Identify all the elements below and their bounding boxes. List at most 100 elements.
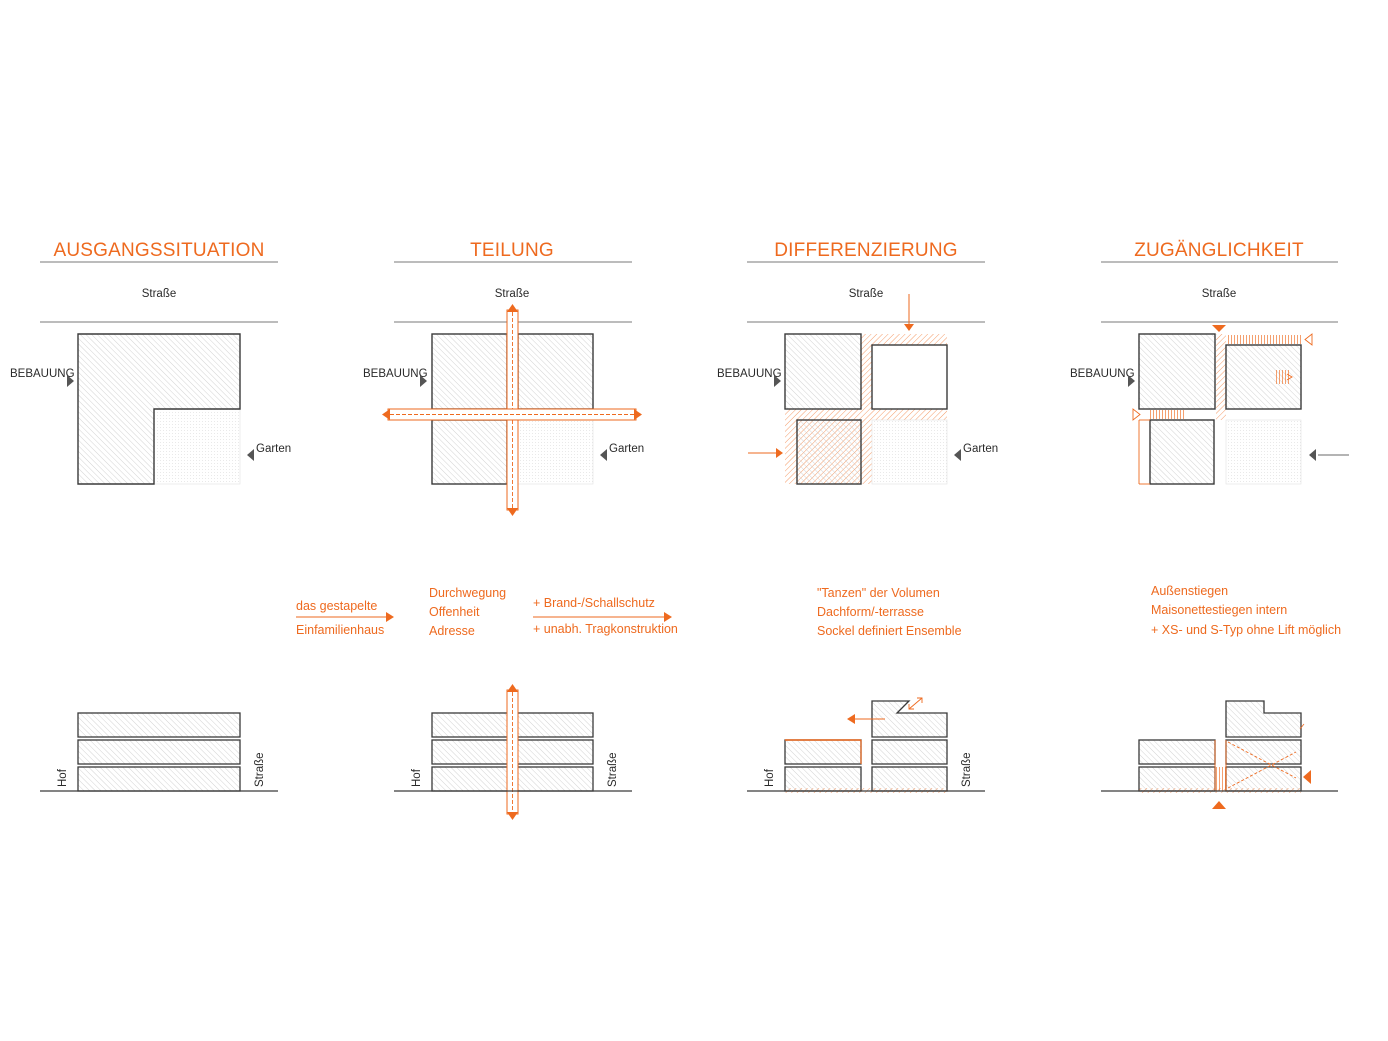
- unit-block: [431, 333, 508, 410]
- floor: [1225, 739, 1302, 765]
- section: Hof Straße: [40, 712, 278, 792]
- unit-block: [431, 419, 508, 485]
- plan: BEBAUUNG Garten: [10, 333, 291, 485]
- street-label: Straße: [142, 288, 177, 300]
- floor: [784, 739, 862, 765]
- note-line: Sockel definiert Ensemble: [817, 624, 962, 638]
- panel-title: ZUGÄNGLICHKEIT: [1134, 240, 1304, 261]
- note-line: + Brand-/Schallschutz: [533, 596, 655, 610]
- garden-label: Garten: [256, 443, 291, 455]
- notes: Außenstiegen Maisonettestiegen intern + …: [1151, 584, 1341, 637]
- plan: BEBAUUNG Garten: [717, 294, 998, 485]
- stair-core: [1216, 334, 1226, 420]
- note-line: Einfamilienhaus: [296, 623, 384, 637]
- arrow-icon: [420, 375, 427, 387]
- panel-title: DIFFERENZIERUNG: [774, 240, 958, 261]
- circulation-area: [861, 334, 947, 409]
- arrow-left-icon: [847, 714, 855, 724]
- building-label: BEBAUUNG: [1070, 368, 1135, 380]
- note-line: Offenheit: [429, 605, 480, 619]
- unit-block: [796, 419, 862, 485]
- arrow-left-icon: [1304, 333, 1313, 346]
- floor: [871, 766, 948, 792]
- arrow-icon: [774, 375, 781, 387]
- panel-differenzierung: DIFFERENZIERUNG Straße BEBAUUNG Garten "…: [717, 240, 998, 793]
- note-line: Dachform/-terrasse: [817, 605, 924, 619]
- note-line: Maisonettestiegen intern: [1151, 603, 1287, 617]
- external-stair: [1226, 335, 1302, 344]
- arrow-up-icon: [507, 684, 518, 692]
- street-label-section: Straße: [961, 752, 973, 787]
- notes: "Tanzen" der Volumen Dachform/-terrasse …: [817, 586, 962, 638]
- floor: [1225, 766, 1302, 792]
- arrow-right-icon: [1132, 408, 1141, 421]
- arrow-right-icon: [776, 448, 783, 458]
- panel-title: TEILUNG: [470, 240, 554, 261]
- building-label: BEBAUUNG: [10, 368, 75, 380]
- top-volume: [1225, 700, 1302, 738]
- note-line: das gestapelte: [296, 599, 377, 613]
- arrow-icon: [67, 375, 74, 387]
- arrow-icon: [908, 704, 914, 710]
- yard-label: Hof: [411, 768, 423, 787]
- floor: [871, 739, 948, 765]
- panel-teilung: TEILUNG Straße BEBAUUNG Garten Durchwegu…: [363, 240, 678, 820]
- street-label: Straße: [495, 288, 530, 300]
- garden-area: [517, 419, 594, 485]
- arrow-icon: [664, 612, 672, 622]
- unit-block: [1149, 419, 1215, 485]
- arrow-down-icon: [904, 324, 914, 331]
- note-line: Durchwegung: [429, 586, 506, 600]
- street-label-section: Straße: [254, 752, 266, 787]
- floor: [1138, 739, 1216, 765]
- panel-ausgangssituation: AUSGANGSSITUATION Straße BEBAUUNG Garten…: [10, 240, 291, 792]
- arrow-down-icon: [1212, 325, 1226, 332]
- unit-block: [517, 333, 594, 410]
- panel-zugaenglichkeit: ZUGÄNGLICHKEIT Straße BEBAUUNG: [1070, 240, 1349, 809]
- unit-block: [784, 333, 862, 410]
- arrow-down-icon: [507, 508, 518, 516]
- arrow-icon: [1309, 449, 1316, 461]
- unit-block: [1138, 333, 1216, 410]
- note-line: "Tanzen" der Volumen: [817, 586, 940, 600]
- transition-note: das gestapelte Einfamilienhaus: [296, 599, 394, 637]
- arrow-icon: [600, 449, 607, 461]
- arrow-icon: [954, 449, 961, 461]
- existing-building: [77, 333, 241, 485]
- garden-area: [153, 408, 241, 485]
- street-label: Straße: [849, 288, 884, 300]
- yard-label: Hof: [57, 768, 69, 787]
- note-line: + unabh. Tragkonstruktion: [533, 622, 678, 636]
- internal-stair: [1276, 370, 1290, 384]
- note-line: + XS- und S-Typ ohne Lift möglich: [1151, 623, 1341, 637]
- stair-core: [1215, 767, 1226, 791]
- note-line: Adresse: [429, 624, 475, 638]
- floor: [1138, 766, 1216, 792]
- arrow-icon: [247, 449, 254, 461]
- arrow-up-icon: [1212, 801, 1226, 809]
- floor: [784, 766, 862, 792]
- internal-stair: [1227, 751, 1297, 789]
- building-label: BEBAUUNG: [363, 368, 428, 380]
- plan: BEBAUUNG: [1070, 325, 1349, 485]
- street-label-section: Straße: [607, 752, 619, 787]
- arrow-down-icon: [507, 812, 518, 820]
- roof-terrace-volume: [871, 700, 948, 738]
- plan: BEBAUUNG Garten: [363, 304, 644, 516]
- section: Hof Straße: [747, 697, 985, 793]
- unit-block: [871, 344, 948, 410]
- floor: [77, 712, 241, 738]
- garden-area: [871, 419, 948, 485]
- street-label: Straße: [1202, 288, 1237, 300]
- note-line: Außenstiegen: [1151, 584, 1228, 598]
- building-label: BEBAUUNG: [717, 368, 782, 380]
- floor: [77, 766, 241, 792]
- arrow-up-icon: [507, 304, 518, 312]
- arrow-icon: [917, 697, 923, 703]
- external-stair: [1150, 410, 1184, 419]
- garden-label: Garten: [609, 443, 644, 455]
- arrow-left-icon: [1303, 770, 1311, 784]
- yard-label: Hof: [764, 768, 776, 787]
- arrow-icon: [1128, 375, 1135, 387]
